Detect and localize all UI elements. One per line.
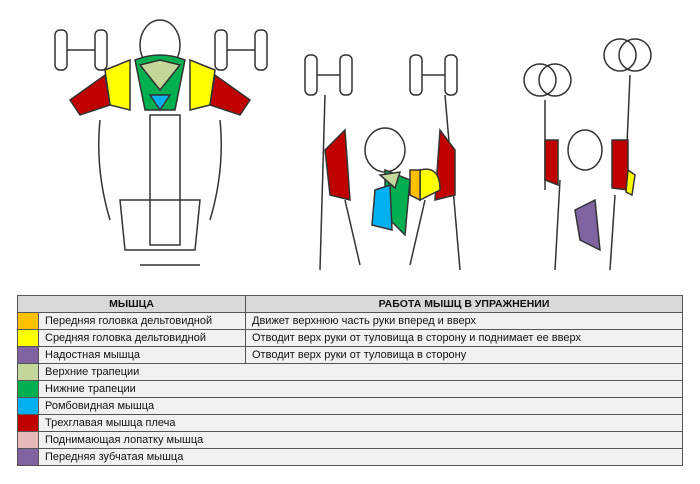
muscle-name: Трехглавая мышца плеча bbox=[38, 414, 683, 432]
color-swatch bbox=[17, 312, 39, 330]
muscle-name: Передняя головка дельтовидной bbox=[38, 312, 246, 330]
seated-press-figure bbox=[54, 19, 268, 266]
color-swatch bbox=[17, 414, 39, 432]
color-swatch bbox=[17, 363, 39, 381]
muscle-name: Нижние трапеции bbox=[38, 380, 683, 398]
muscle-name: Средняя головка дельтовидной bbox=[38, 329, 246, 347]
color-swatch bbox=[17, 397, 39, 415]
muscle-name: Верхние трапеции bbox=[38, 363, 683, 381]
color-swatch bbox=[17, 329, 39, 347]
standing-press-figure bbox=[304, 54, 461, 271]
table-row: Ромбовидная мышца bbox=[17, 397, 683, 415]
header-work: РАБОТА МЫШЦ В УПРАЖНЕНИИ bbox=[245, 295, 683, 313]
table-row: Передняя зубчатая мышца bbox=[17, 448, 683, 466]
muscle-work: Отводит верх руки от туловища в сторону bbox=[245, 346, 683, 364]
exercise-illustrations bbox=[54, 19, 652, 271]
muscle-name: Поднимающая лопатку мышца bbox=[38, 431, 683, 449]
muscle-name: Надостная мышца bbox=[38, 346, 246, 364]
muscle-name: Ромбовидная мышца bbox=[38, 397, 683, 415]
color-swatch bbox=[17, 431, 39, 449]
table-row: Поднимающая лопатку мышца bbox=[17, 431, 683, 449]
table-row: Нижние трапеции bbox=[17, 380, 683, 398]
table-row: Верхние трапеции bbox=[17, 363, 683, 381]
color-swatch bbox=[17, 346, 39, 364]
muscle-table: МЫШЦА РАБОТА МЫШЦ В УПРАЖНЕНИИ Передняя … bbox=[17, 295, 683, 466]
side-press-figure bbox=[523, 38, 652, 271]
muscle-work: Отводит верх руки от туловища в сторону … bbox=[245, 329, 683, 347]
table-row: Трехглавая мышца плеча bbox=[17, 414, 683, 432]
header-muscle: МЫШЦА bbox=[17, 295, 246, 313]
color-swatch bbox=[17, 448, 39, 466]
table-header-row: МЫШЦА РАБОТА МЫШЦ В УПРАЖНЕНИИ bbox=[17, 295, 683, 313]
muscle-work: Движет верхнюю часть руки вперед и вверх bbox=[245, 312, 683, 330]
muscle-name: Передняя зубчатая мышца bbox=[38, 448, 683, 466]
color-swatch bbox=[17, 380, 39, 398]
